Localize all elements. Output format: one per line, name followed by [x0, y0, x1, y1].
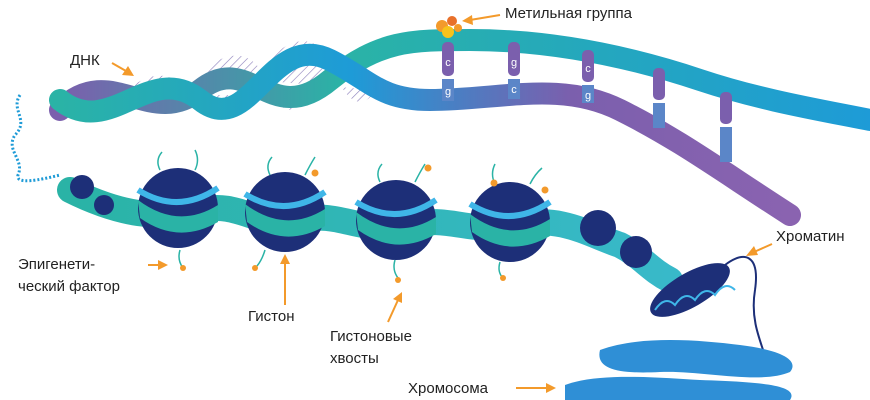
base-pair: c g	[582, 50, 594, 103]
nucleosomes	[136, 168, 552, 262]
nucleosome	[354, 180, 438, 260]
nucleosome	[243, 172, 327, 252]
base-pair: g c	[508, 42, 520, 99]
nucleosome	[136, 168, 220, 248]
label-methyl-group: Метильная группа	[505, 5, 632, 22]
label-line: хвосты	[330, 350, 379, 367]
base-letter: g	[585, 90, 591, 102]
base-letter: c	[511, 84, 517, 96]
base-pair	[653, 68, 665, 128]
epigenetic-factor-icons	[180, 164, 549, 283]
label-histone: Гистон	[248, 308, 295, 325]
nucleosome	[468, 182, 552, 262]
base-pairs: c g g c c g	[442, 42, 732, 162]
label-dna: ДНК	[70, 52, 100, 69]
methyl-group-icon	[436, 16, 462, 38]
label-arrows	[111, 14, 773, 393]
base-letter: c	[445, 57, 451, 69]
base-letter: g	[445, 86, 451, 98]
label-line: Гистоновые	[330, 328, 412, 345]
base-pair	[720, 92, 732, 162]
label-histone-tails: Гистоновые хвосты	[330, 328, 412, 368]
label-line: ческий фактор	[18, 278, 120, 295]
label-chromosome: Хромосома	[408, 380, 489, 397]
chromatin-coil	[650, 256, 771, 371]
label-chromatin: Хроматин	[776, 228, 845, 245]
base-letter: c	[585, 63, 591, 75]
base-pair: c g	[442, 42, 454, 101]
coiled-dna	[10, 94, 61, 183]
label-epigenetic-factor: Эпигенети- ческий фактор	[18, 256, 120, 296]
dna-helix	[49, 28, 870, 226]
chromosome	[565, 340, 793, 400]
base-letter: g	[511, 57, 517, 69]
label-line: Эпигенети-	[18, 256, 96, 273]
